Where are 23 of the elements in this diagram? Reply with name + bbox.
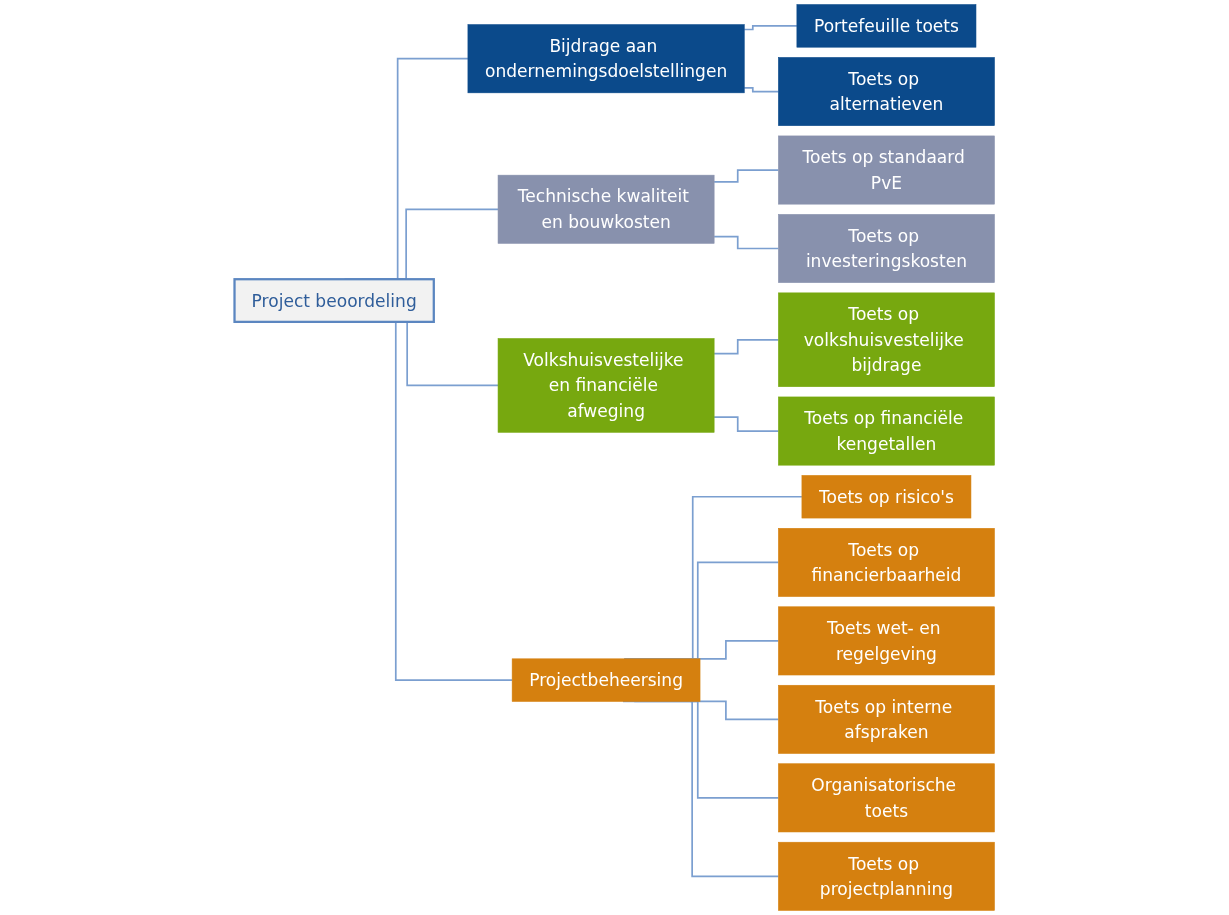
node-box: Toets wet- en regelgeving — [778, 606, 995, 676]
connector — [743, 25, 798, 31]
node-box: Bijdrage aan ondernemingsdoelstellingen — [467, 24, 745, 94]
node-box: Projectbeheersing — [511, 658, 701, 702]
node-box: Toets op interne afspraken — [778, 684, 995, 754]
connector — [743, 87, 780, 93]
connector — [713, 169, 780, 183]
node-box: Toets op financiële kengetallen — [778, 396, 995, 466]
node-box: Toets op projectplanning — [778, 841, 995, 911]
node-box: Toets op investeringskosten — [778, 214, 995, 283]
node-box: Project beoordeling — [233, 278, 435, 323]
connector — [713, 416, 780, 432]
node-box: Volkshuisvestelijke en financiële afweging — [497, 338, 715, 433]
node-box: Organisatorische toets — [778, 763, 995, 833]
node-box: Portefeuille toets — [796, 4, 977, 48]
node-box: Toets op risico's — [801, 475, 972, 519]
node-box: Toets op standaard PvE — [778, 135, 995, 205]
node-box: Toets op alternatieven — [778, 57, 995, 126]
node-box: Toets op volkshuisvestelijke bijdrage — [778, 292, 995, 387]
connector — [713, 235, 780, 250]
connector — [713, 338, 780, 355]
node-box: Toets op financierbaarheid — [778, 528, 995, 597]
node-box: Technische kwaliteit en bouwkosten — [497, 174, 715, 244]
